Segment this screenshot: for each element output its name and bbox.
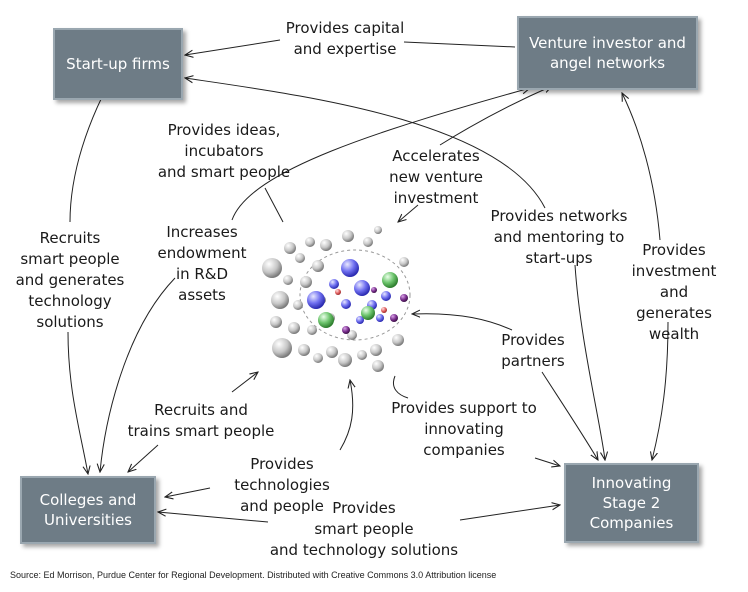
sphere: [329, 279, 339, 289]
sphere: [320, 239, 332, 251]
label-recruits-startup: Recruits smart people and generates tech…: [15, 229, 125, 331]
node-startup-firms: Start-up firms: [53, 28, 183, 100]
sphere: [284, 242, 296, 254]
sphere: [382, 272, 398, 288]
arrow-recruits-startup-down: [67, 331, 88, 474]
innovation-cluster: [262, 226, 411, 372]
arrow-partners-innovating: [541, 371, 598, 460]
source-credit: Source: Ed Morrison, Purdue Center for R…: [10, 570, 497, 580]
arrow-partners-cluster: [412, 314, 513, 331]
sphere: [313, 353, 323, 363]
sphere: [342, 326, 350, 334]
sphere: [262, 258, 282, 278]
sphere: [374, 226, 382, 234]
arrow-recruits-trains-down: [128, 444, 159, 472]
sphere: [312, 260, 324, 272]
sphere: [363, 237, 373, 247]
arrow-capital-tail: [403, 41, 516, 48]
node-venture-investor: Venture investor and angel networks: [517, 16, 698, 90]
arrow-technologies-left: [165, 487, 211, 497]
label-technologies: Provides technologies and people: [234, 455, 330, 515]
sphere: [400, 294, 408, 302]
sphere: [399, 257, 409, 267]
label-ideas: Provides ideas, incubators and smart peo…: [157, 121, 291, 181]
sphere: [270, 316, 282, 328]
sphere: [298, 344, 310, 356]
arrow-networks-startup: [185, 78, 546, 209]
sphere: [341, 259, 359, 277]
label-recruits-trains: Recruits and trains smart people: [127, 401, 275, 440]
sphere: [307, 325, 317, 335]
label-capital: Provides capital and expertise: [285, 19, 405, 58]
node-innovating-companies: Innovating Stage 2 Companies: [564, 463, 699, 543]
sphere: [356, 316, 364, 324]
arrow-investment-up: [622, 93, 661, 241]
sphere: [370, 344, 382, 356]
sphere: [271, 291, 289, 309]
sphere: [283, 275, 293, 285]
sphere: [305, 237, 315, 247]
label-partners: Provides partners: [501, 331, 565, 370]
sphere: [338, 353, 352, 367]
sphere: [272, 338, 292, 358]
sphere: [381, 307, 387, 313]
sphere: [347, 330, 357, 340]
arrow-capital: [185, 39, 281, 55]
arrow-recruits-startup-up: [69, 87, 107, 223]
sphere: [293, 300, 303, 310]
arrow-ideas-line: [264, 187, 284, 223]
sphere: [326, 346, 338, 358]
sphere: [335, 289, 341, 295]
arrow-support-line: [393, 375, 409, 399]
sphere: [392, 334, 404, 346]
label-accelerates: Accelerates new venture investment: [389, 147, 483, 207]
node-colleges-universities: Colleges and Universities: [20, 476, 156, 544]
label-smart-people: Provides smart people and technology sol…: [269, 499, 459, 559]
arrow-endowment-venture: [231, 88, 530, 221]
arrow-support-innovating: [534, 457, 560, 466]
sphere: [288, 322, 300, 334]
sphere: [357, 350, 367, 360]
label-endowment: Increases endowment in R&D assets: [157, 223, 247, 304]
arrow-endowment-colleges: [100, 277, 176, 472]
sphere: [381, 291, 391, 301]
arrow-smartpeople-left: [158, 512, 269, 523]
arrow-smartpeople-right: [459, 505, 560, 521]
sphere: [318, 312, 334, 328]
arrow-accelerates-venture: [439, 86, 552, 146]
sphere: [341, 299, 351, 309]
arrow-technologies-up: [339, 380, 353, 451]
sphere: [307, 291, 325, 309]
sphere: [376, 314, 384, 322]
arrow-investment-down: [652, 321, 669, 460]
sphere: [300, 276, 312, 288]
sphere: [361, 306, 375, 320]
sphere: [371, 287, 377, 293]
label-networks: Provides networks and mentoring to start…: [490, 207, 628, 267]
sphere: [354, 280, 370, 296]
arrow-accelerates-cluster: [398, 204, 419, 222]
label-investment: Provides investment and generates wealth: [631, 241, 717, 343]
arrow-recruits-trains-up: [231, 372, 258, 393]
label-support: Provides support to innovating companies: [391, 399, 537, 459]
sphere: [390, 314, 398, 322]
arrow-networks-innovating: [574, 264, 605, 460]
sphere: [342, 230, 354, 242]
sphere: [372, 360, 384, 372]
sphere: [295, 253, 305, 263]
